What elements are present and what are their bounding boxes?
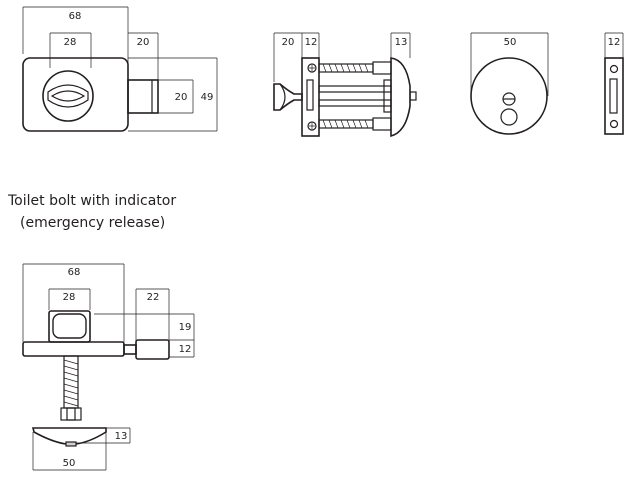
bottom-indicator-width-label: 28 (63, 292, 76, 303)
front-bolt-extension-label: 20 (137, 37, 150, 48)
side-cover (390, 57, 411, 138)
product-caption: Toilet bolt with indicator (emergency re… (8, 190, 176, 234)
bolt (135, 339, 170, 360)
knob-grip (47, 84, 89, 108)
base-plate (22, 341, 125, 357)
keep-width-label: 12 (608, 37, 621, 48)
indicator-window (52, 313, 87, 339)
caption-title: Toilet bolt with indicator (8, 193, 177, 209)
bottom-width-label: 68 (68, 267, 81, 278)
turn-knob (42, 70, 94, 122)
side-plate (301, 57, 320, 137)
side-view: 20 12 13 (273, 32, 417, 138)
bottom-bolt-height-label: 19 (179, 322, 192, 333)
side-knob (273, 83, 303, 111)
bottom-rosette-thickness-label: 13 (115, 431, 128, 442)
rosette-view: 50 (470, 32, 549, 135)
rosette (470, 57, 548, 135)
bottom-drawing: 68 28 22 19 12 (22, 263, 195, 471)
front-knob-width-label: 28 (64, 37, 77, 48)
side-knob-depth-label: 20 (282, 37, 295, 48)
spindle (60, 355, 82, 421)
indicator-window (500, 108, 518, 126)
keep-view: 12 (604, 32, 624, 135)
front-width-label: 68 (69, 11, 82, 22)
bottom-bolt-extension-label: 22 (147, 292, 160, 303)
side-cover-thickness-label: 13 (395, 37, 408, 48)
front-bolt-height-label: 20 (175, 92, 188, 103)
bolt (127, 79, 159, 114)
keep-plate (604, 57, 624, 135)
bottom-plate-thickness-label: 12 (179, 344, 192, 355)
rosette-diameter-label: 50 (504, 37, 517, 48)
front-height-label: 49 (201, 92, 214, 103)
bottom-rosette-diameter-label: 50 (63, 458, 76, 469)
side-screws (318, 63, 374, 129)
side-plate-thickness-label: 12 (305, 37, 318, 48)
front-view: 68 28 20 20 49 (22, 6, 218, 132)
caption-subtitle: (emergency release) (20, 215, 166, 231)
